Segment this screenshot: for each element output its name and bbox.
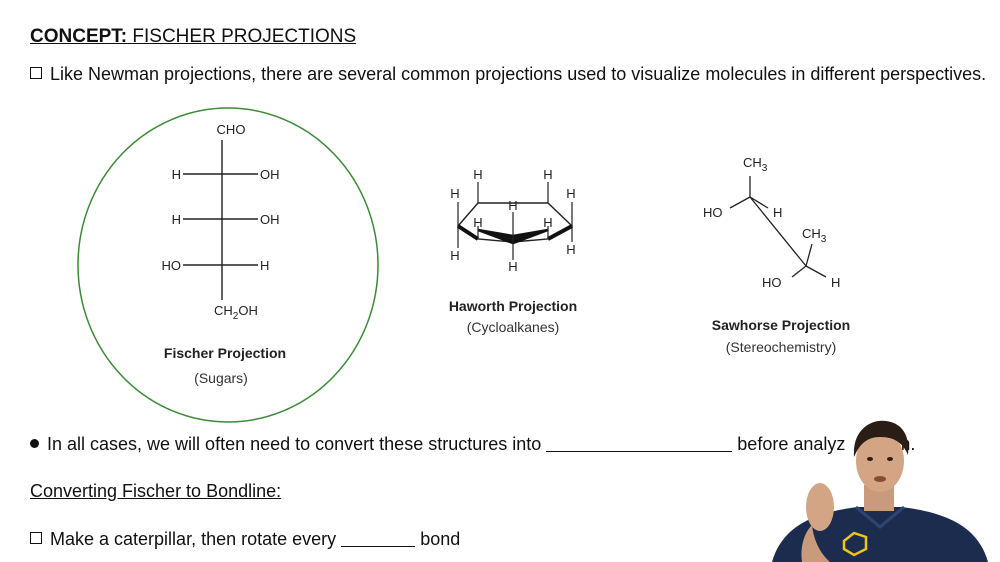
haworth-label: Haworth Projection [449,298,577,314]
title-bold: CONCEPT: [30,26,128,47]
haworth-h10: H [508,259,517,274]
highlight-circle [77,107,379,423]
title-rest: FISCHER PROJECTIONS [127,26,357,47]
fischer-row2-left: H [172,212,181,227]
intro-bullet: Like Newman projections, there are sever… [30,64,986,85]
fischer-row1-left: H [172,167,181,182]
haworth-h4: H [566,186,575,201]
sawhorse-sublabel: (Stereochemistry) [726,339,836,355]
haworth-sublabel: (Cycloalkanes) [467,319,560,335]
fischer-bottom: CH2OH [214,303,258,322]
cases-text-before: In all cases, we will often need to conv… [47,434,542,454]
haworth-h7: H [543,215,552,230]
fischer-row3-right: H [260,258,269,273]
sawhorse-h2: H [831,275,840,290]
fischer-sublabel: (Sugars) [194,370,248,386]
sawhorse-ch3-bottom: CH3 [802,226,827,245]
haworth-h5: H [508,198,517,213]
presenter-figure [772,420,988,562]
haworth-h1: H [473,167,482,182]
cases-blank [546,451,733,452]
fischer-label: Fischer Projection [164,345,286,361]
sawhorse-ch3-top: CH3 [743,155,768,174]
haworth-projection: H H H H H H H H H H Haworth Projection (… [449,167,577,335]
sawhorse-ho1: HO [703,205,723,220]
sawhorse-ho2: HO [762,275,782,290]
fischer-projection: CHO H OH H OH HO H CH2OH Fischer Project… [162,122,287,386]
haworth-h2: H [543,167,552,182]
presenter-video [752,415,1000,562]
step-blank [341,546,416,547]
bullet-dot-icon [30,439,39,448]
checkbox-icon-2 [30,532,42,544]
fischer-row1-right: OH [260,167,280,182]
step-text-before: Make a caterpillar, then rotate every [50,529,337,549]
haworth-h6: H [473,215,482,230]
step-bullet: Make a caterpillar, then rotate every bo… [30,529,460,550]
step-text-after: bond [420,529,461,549]
haworth-h9: H [566,242,575,257]
fischer-top: CHO [217,122,246,137]
cases-bullet: In all cases, we will often need to conv… [30,434,915,455]
converting-heading: Converting Fischer to Bondline: [30,481,282,501]
fischer-row2-right: OH [260,212,280,227]
haworth-h8: H [450,248,459,263]
page-title: CONCEPT: FISCHER PROJECTIONS [30,26,356,48]
sawhorse-h1: H [773,205,782,220]
cases-text-after: before analyz [737,434,846,454]
intro-text: Like Newman projections, there are sever… [50,64,987,84]
checkbox-icon [30,67,42,79]
sawhorse-label: Sawhorse Projection [712,317,850,333]
fischer-row3-left: HO [162,258,182,273]
sawhorse-projection: CH3 HO H CH3 HO H Sawhorse Projection (S… [703,155,850,355]
haworth-h3: H [450,186,459,201]
